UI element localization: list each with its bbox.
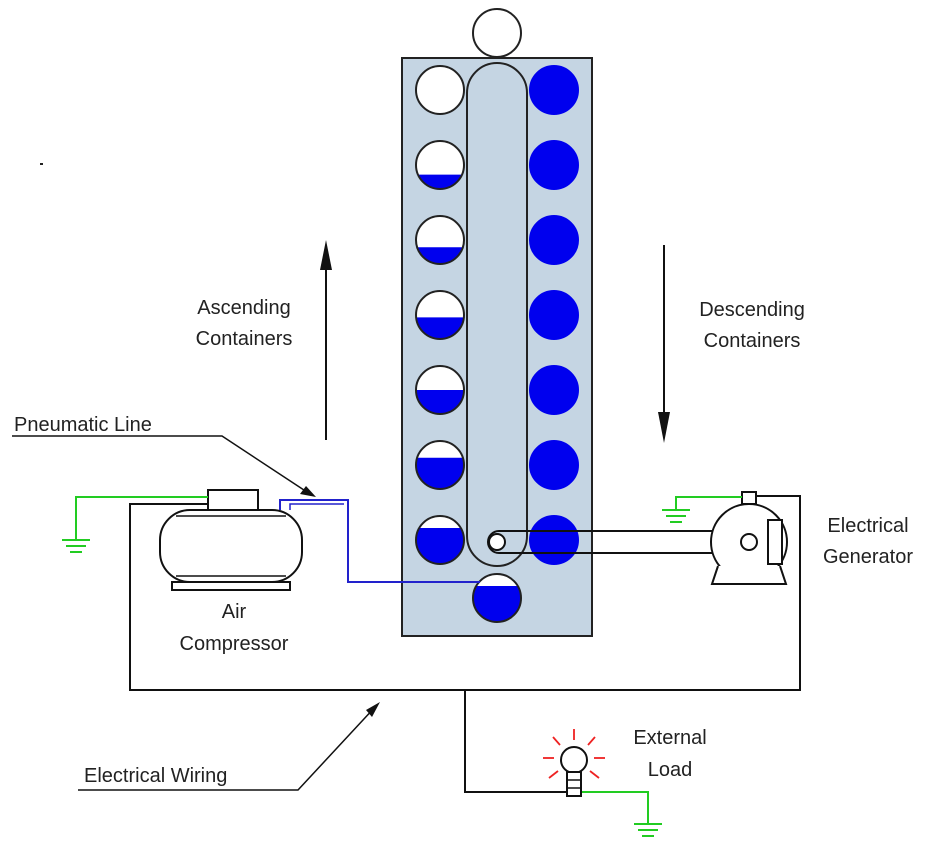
descending-container: [529, 440, 579, 490]
descending-label-line2: Containers: [704, 330, 801, 352]
ascending-container: [415, 515, 465, 565]
ascending-arrow: [320, 240, 332, 440]
ground-symbol-compressor: [62, 496, 208, 553]
electrical-wiring-label: Electrical Wiring: [84, 765, 227, 787]
ascending-label-line1: Ascending: [197, 297, 290, 319]
ascending-container: [415, 140, 465, 190]
descending-container: [529, 140, 579, 190]
descending-container: [529, 365, 579, 415]
external-load-label-line2: Load: [648, 759, 693, 781]
pneumatic-air-line: [279, 499, 480, 583]
air-compressor-label-line1: Air: [222, 601, 247, 623]
container-belt-track: [466, 62, 528, 567]
transfer-container: [472, 573, 522, 623]
ascending-container: [415, 290, 465, 340]
ground-symbol-load: [580, 791, 662, 837]
descending-container: [529, 65, 579, 115]
air-compressor: [159, 489, 303, 591]
top-container: [472, 8, 522, 58]
ascending-containers: [415, 65, 465, 565]
descending-container: [529, 290, 579, 340]
electrical-generator: [710, 491, 788, 585]
pneumatic-line-label: Pneumatic Line: [14, 414, 152, 436]
pneumatic-air-line-inner: [289, 503, 344, 510]
ascending-container: [415, 365, 465, 415]
ascending-container: [415, 65, 465, 115]
descending-containers: [529, 65, 579, 565]
ascending-container: [415, 215, 465, 265]
electrical-wiring-pointer: [78, 705, 377, 791]
stray-dot: [40, 163, 43, 165]
descending-container: [529, 515, 579, 565]
generator-label-line2: Generator: [823, 546, 913, 568]
descending-container: [529, 215, 579, 265]
generator-label-line1: Electrical: [827, 515, 908, 537]
air-compressor-label-line2: Compressor: [180, 633, 289, 655]
electrical-wiring-pointer-head: [366, 702, 380, 717]
bottom-transfer-container: [472, 573, 522, 623]
light-bulb-icon: [543, 729, 605, 797]
external-load-label-line1: External: [633, 727, 706, 749]
pneumatic-line-pointer-head: [300, 486, 316, 497]
load-wiring: [464, 690, 566, 793]
descending-arrow: [658, 245, 670, 443]
pneumatic-line-pointer: [12, 435, 311, 495]
descending-label-line1: Descending: [699, 299, 805, 321]
ground-symbol-generator: [662, 496, 742, 523]
ascending-label-line2: Containers: [196, 328, 293, 350]
ascending-container: [415, 440, 465, 490]
